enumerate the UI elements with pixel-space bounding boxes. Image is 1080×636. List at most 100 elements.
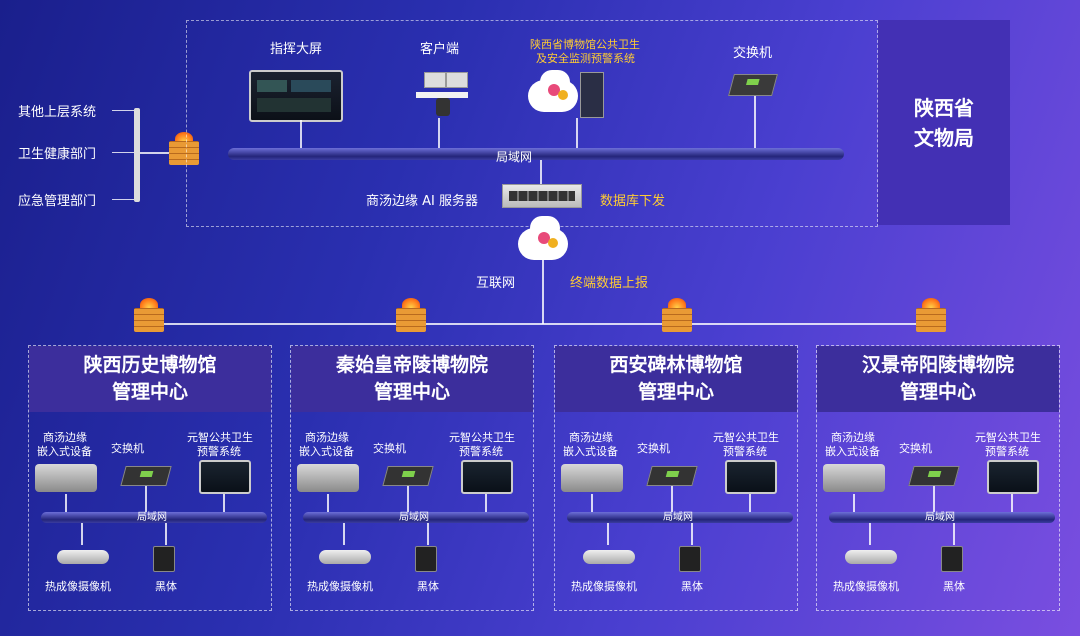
blackbody-icon: [679, 546, 701, 572]
command-screen-icon: [249, 70, 343, 122]
left-system-3: 应急管理部门: [18, 194, 97, 209]
lan-label: 局域网: [496, 150, 533, 164]
blackbody-label: 黑体: [417, 580, 439, 593]
switch-icon: [382, 466, 434, 486]
blackbody-icon: [941, 546, 963, 572]
warning-label-1: 元智公共卫生: [975, 431, 1041, 444]
connector: [542, 258, 544, 324]
edge-device-label-1: 商汤边缘: [305, 431, 349, 444]
museum-panel: 秦始皇帝陵博物院 管理中心 商汤边缘 嵌入式设备 交换机 元智公共卫生 预警系统…: [290, 345, 534, 611]
edge-device-label-2: 嵌入式设备: [299, 445, 354, 458]
bureau-title-1: 陕西省: [914, 95, 974, 120]
warning-system-label-2: 及安全监测预警系统: [536, 52, 635, 65]
switch-label: 交换机: [733, 46, 773, 61]
command-screen-label: 指挥大屏: [270, 42, 323, 57]
thermal-camera-icon: [319, 550, 371, 564]
blackbody-label: 黑体: [155, 580, 177, 593]
firewall-icon: [134, 308, 164, 332]
museum-name: 陕西历史博物馆: [83, 354, 217, 376]
edge-device-label-1: 商汤边缘: [831, 431, 875, 444]
museum-title: 秦始皇帝陵博物院 管理中心: [291, 346, 533, 412]
left-system-1: 其他上层系统: [18, 105, 97, 120]
edge-device-label-1: 商汤边缘: [569, 431, 613, 444]
lan-label: 局域网: [925, 512, 955, 523]
switch-icon: [646, 466, 698, 486]
thermal-camera-label: 热成像摄像机: [45, 580, 111, 593]
warning-system-monitor-icon: [199, 460, 251, 494]
connector: [81, 523, 83, 545]
edge-device-icon: [823, 464, 885, 492]
museum-subtitle: 管理中心: [373, 381, 450, 403]
warning-system-monitor-icon: [725, 460, 777, 494]
edge-device-label-1: 商汤边缘: [43, 431, 87, 444]
connector: [327, 494, 329, 512]
lan-bus: [303, 512, 529, 523]
warning-label-1: 元智公共卫生: [449, 431, 515, 444]
connector: [112, 152, 134, 153]
warning-label-2: 预警系统: [723, 445, 767, 458]
museum-subtitle: 管理中心: [899, 381, 976, 403]
switch-label: 交换机: [373, 442, 406, 455]
connector: [576, 118, 578, 152]
edge-device-label-2: 嵌入式设备: [825, 445, 880, 458]
connector: [691, 523, 693, 545]
warning-label-2: 预警系统: [985, 445, 1029, 458]
db-dispatch-label: 数据库下发: [600, 194, 666, 209]
connector: [140, 152, 170, 154]
warning-system-label-1: 陕西省博物馆公共卫生: [530, 38, 640, 51]
museum-title: 汉景帝阳陵博物院 管理中心: [817, 346, 1059, 412]
lan-label: 局域网: [663, 512, 693, 523]
switch-label: 交换机: [637, 442, 670, 455]
ai-server-icon: [502, 184, 582, 208]
lan-label: 局域网: [137, 512, 167, 523]
firewall-icon: [662, 308, 692, 332]
museum-panel: 陕西历史博物馆 管理中心 商汤边缘 嵌入式设备 交换机 元智公共卫生 预警系统 …: [28, 345, 272, 611]
connector: [933, 486, 935, 512]
edge-device-icon: [561, 464, 623, 492]
switch-icon: [728, 74, 778, 96]
lan-bus: [567, 512, 793, 523]
connector: [749, 494, 751, 512]
lan-label: 局域网: [399, 512, 429, 523]
connector: [112, 199, 134, 200]
warning-label-1: 元智公共卫生: [713, 431, 779, 444]
museum-name: 秦始皇帝陵博物院: [335, 354, 488, 376]
connector: [438, 118, 440, 152]
edge-device-icon: [297, 464, 359, 492]
firewall-icon: [169, 141, 199, 165]
museum-subtitle: 管理中心: [111, 381, 188, 403]
connector: [953, 523, 955, 545]
thermal-camera-icon: [583, 550, 635, 564]
connector: [427, 523, 429, 545]
edge-device-icon: [35, 464, 97, 492]
blackbody-icon: [153, 546, 175, 572]
museum-name: 西安碑林博物馆: [609, 354, 743, 376]
client-label: 客户端: [420, 42, 460, 57]
lan-bus: [228, 148, 844, 160]
firewall-icon: [916, 308, 946, 332]
gear-icon: [538, 232, 550, 244]
warning-system-monitor-icon: [461, 460, 513, 494]
connector: [165, 523, 167, 545]
switch-icon: [120, 466, 172, 486]
thermal-camera-label: 热成像摄像机: [833, 580, 899, 593]
client-workstation-icon: [416, 68, 472, 116]
connector: [607, 523, 609, 545]
warning-label-2: 预警系统: [459, 445, 503, 458]
connector: [112, 110, 134, 111]
warning-label-1: 元智公共卫生: [187, 431, 253, 444]
warning-system-monitor-icon: [987, 460, 1039, 494]
thermal-camera-label: 热成像摄像机: [571, 580, 637, 593]
edge-device-label-2: 嵌入式设备: [563, 445, 618, 458]
museum-title: 陕西历史博物馆 管理中心: [29, 346, 271, 412]
connector: [300, 120, 302, 152]
connector: [145, 486, 147, 512]
museum-title: 西安碑林博物馆 管理中心: [555, 346, 797, 412]
connector: [407, 486, 409, 512]
edge-device-label-2: 嵌入式设备: [37, 445, 92, 458]
firewall-icon: [396, 308, 426, 332]
terminal-report-label: 终端数据上报: [570, 276, 649, 291]
blackbody-icon: [415, 546, 437, 572]
distribution-bus: [148, 323, 934, 325]
lan-bus: [41, 512, 267, 523]
